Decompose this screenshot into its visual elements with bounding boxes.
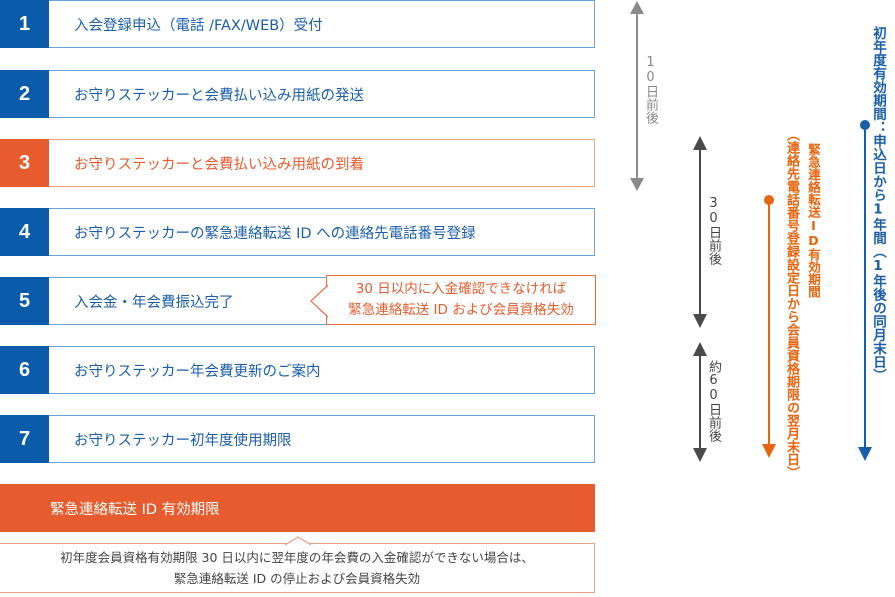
span-label-60-days: 約60日前後 bbox=[706, 360, 721, 442]
expiry-title: 緊急連絡転送 ID 有効期限 bbox=[50, 501, 220, 518]
callout-pointer-icon bbox=[310, 285, 328, 317]
step-number: 5 bbox=[0, 277, 49, 325]
span-label-10-days: 10日前後 bbox=[643, 55, 658, 124]
expiry-note: 初年度会員資格有効期限 30 日以内に翌年度の年会費の入金確認ができない場合は、… bbox=[0, 536, 595, 593]
step-6: 6 お守りステッカー年会費更新のご案内 bbox=[0, 346, 595, 394]
first-year-period-arrow bbox=[858, 120, 872, 461]
step-2: 2 お守りステッカーと会費払い込み用紙の発送 bbox=[0, 70, 595, 118]
step-number: 7 bbox=[0, 415, 49, 463]
span-arrow-30-days bbox=[693, 136, 707, 328]
step-1: 1 入会登録申込（電話 /FAX/WEB）受付 bbox=[0, 0, 595, 48]
step-3: 3 お守りステッカーと会費払い込み用紙の到着 bbox=[0, 139, 595, 187]
span-label-30-days: 30日前後 bbox=[706, 196, 721, 265]
emergency-id-period-detail: （連絡先電話番号登録設定日から会員資格期限の翌月末日） bbox=[784, 128, 799, 479]
callout-pointer-icon bbox=[285, 536, 311, 546]
warning-line-2: 緊急連絡転送 ID および会員資格失効 bbox=[348, 302, 574, 318]
emergency-id-period-title: 緊急連絡転送ID有効期間 bbox=[806, 143, 821, 298]
step-number: 2 bbox=[0, 70, 49, 118]
step-number: 4 bbox=[0, 208, 49, 256]
step-number: 6 bbox=[0, 346, 49, 394]
step-label: お守りステッカーと会費払い込み用紙の到着 bbox=[49, 139, 595, 187]
first-year-period-label: 初年度有効期間：申込日から1年間（1年後の同月末日） bbox=[870, 26, 886, 382]
step-number: 1 bbox=[0, 0, 49, 48]
step-5-warning-note: 30 日以内に入金確認できなければ 緊急連絡転送 ID および会員資格失効 bbox=[310, 275, 596, 325]
step-7: 7 お守りステッカー初年度使用期限 bbox=[0, 415, 595, 463]
step-4: 4 お守りステッカーの緊急連絡転送 ID への連絡先電話番号登録 bbox=[0, 208, 595, 256]
step-label: お守りステッカーの緊急連絡転送 ID への連絡先電話番号登録 bbox=[49, 208, 595, 256]
expiry-bar: 緊急連絡転送 ID 有効期限 bbox=[0, 484, 595, 532]
expiry-note-line-2: 緊急連絡転送 ID の停止および会員資格失効 bbox=[173, 571, 421, 586]
step-number: 3 bbox=[0, 139, 49, 187]
expiry-note-line-1: 初年度会員資格有効期限 30 日以内に翌年度の年会費の入金確認ができない場合は、 bbox=[60, 550, 534, 565]
step-label: お守りステッカー初年度使用期限 bbox=[49, 415, 595, 463]
emergency-id-period-arrow bbox=[762, 195, 776, 458]
span-arrow-60-days bbox=[693, 342, 707, 462]
step-label: 入会登録申込（電話 /FAX/WEB）受付 bbox=[49, 0, 595, 48]
warning-line-1: 30 日以内に入金確認できなければ bbox=[355, 281, 567, 297]
span-arrow-10-days bbox=[630, 1, 644, 191]
step-label: お守りステッカーと会費払い込み用紙の発送 bbox=[49, 70, 595, 118]
step-label: お守りステッカー年会費更新のご案内 bbox=[49, 346, 595, 394]
